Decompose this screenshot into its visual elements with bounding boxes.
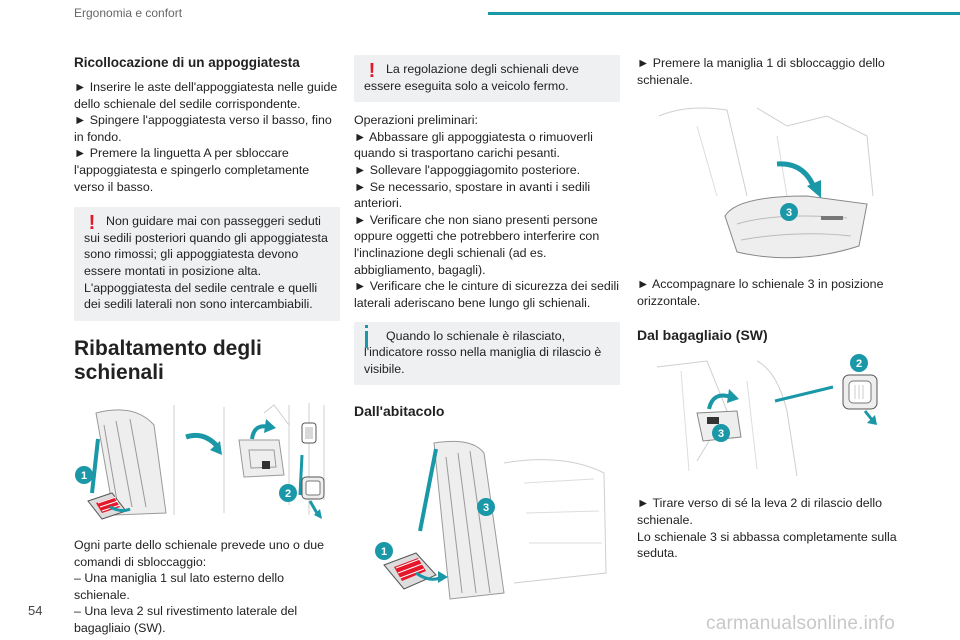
step: ► Verificare che le cinture di sicurezza… xyxy=(354,279,620,310)
intro-text: Ogni parte dello schienale prevede uno o… xyxy=(74,537,325,569)
callout-3-label: 3 xyxy=(786,207,792,219)
step: ► Tirare verso di sé la leva 2 di rilasc… xyxy=(637,496,883,528)
column-3: ► Premere la maniglia 1 di sbloccaggio d… xyxy=(637,55,903,562)
info-text: Quando lo schienale è rilasciato, l'indi… xyxy=(364,328,602,376)
figure-trunk-release: 2 3 xyxy=(656,354,878,477)
step: ► Verificare che non siano presenti pers… xyxy=(354,212,600,277)
step: ► Spingere l'appoggiatesta verso il bass… xyxy=(74,113,332,144)
running-header: Ergonomia e confort xyxy=(74,6,183,20)
figure-seat-folding-overview: 1 2 xyxy=(75,402,325,520)
step: ► Premere la maniglia 1 di sbloccaggio d… xyxy=(637,56,885,87)
figure-backrest-folding: 3 xyxy=(658,107,874,259)
callout-1 xyxy=(75,465,93,484)
step: ► Se necessario, spostare in avanti i se… xyxy=(354,179,591,211)
step: ► Accompagnare lo schienale 3 in posizio… xyxy=(637,277,884,308)
page-number: 54 xyxy=(28,603,43,618)
callout-3 xyxy=(780,203,798,222)
callout-2-label: 2 xyxy=(285,488,291,500)
callout-1-label: 1 xyxy=(381,546,387,558)
callout-2-label: 2 xyxy=(856,358,862,370)
callout-1-label: 1 xyxy=(81,470,87,482)
column-2: ! La regolazione degli schienali deve es… xyxy=(354,55,620,603)
step: ► Inserire le aste dell'appoggiatesta ne… xyxy=(74,80,338,111)
heading-refit-headrest: Ricollocazione di un appoggiatesta xyxy=(74,55,300,70)
warning-icon: ! xyxy=(88,212,96,235)
warning-box: ! Non guidare mai con passeggeri seduti … xyxy=(74,207,340,321)
figure-cabin-release: 1 3 xyxy=(375,441,607,600)
info-icon xyxy=(365,324,368,348)
list-item: – Una leva 2 sul rivestimento laterale d… xyxy=(74,604,298,635)
result-text: Lo schienale 3 si abbassa completamente … xyxy=(637,529,897,561)
subheading-from-cabin: Dall'abitacolo xyxy=(354,403,445,420)
warning-icon: ! xyxy=(368,60,376,82)
column-1: Ricollocazione di un appoggiatesta ► Ins… xyxy=(74,55,340,637)
callout-1 xyxy=(375,542,393,561)
step: ► Abbassare gli appoggiatesta o rimuover… xyxy=(354,129,593,161)
list-item: – Una maniglia 1 sul lato esterno dello … xyxy=(74,571,285,602)
step: ► Sollevare l'appoggiagomito posteriore. xyxy=(354,163,581,178)
subheading-from-trunk: Dal bagagliaio (SW) xyxy=(637,327,768,344)
warning-text: Non guidare mai con passeggeri seduti su… xyxy=(84,214,328,312)
callout-2 xyxy=(850,354,868,373)
warning-text: La regolazione degli schienali deve esse… xyxy=(364,62,579,93)
warning-box: ! La regolazione degli schienali deve es… xyxy=(354,55,620,103)
watermark: carmanualsonline.info xyxy=(706,613,896,634)
section-title: Ribaltamento degli schienali xyxy=(74,336,262,384)
callout-3-label: 3 xyxy=(483,502,489,514)
callout-2 xyxy=(279,483,297,502)
callout-3 xyxy=(712,424,730,443)
info-box: Quando lo schienale è rilasciato, l'indi… xyxy=(354,321,620,386)
callout-3 xyxy=(477,498,495,517)
prelim-title: Operazioni preliminari: xyxy=(354,113,478,128)
step: ► Premere la linguetta A per sbloccare l… xyxy=(74,146,310,194)
header-accent-bar xyxy=(488,12,960,15)
callout-3-label: 3 xyxy=(718,428,724,440)
